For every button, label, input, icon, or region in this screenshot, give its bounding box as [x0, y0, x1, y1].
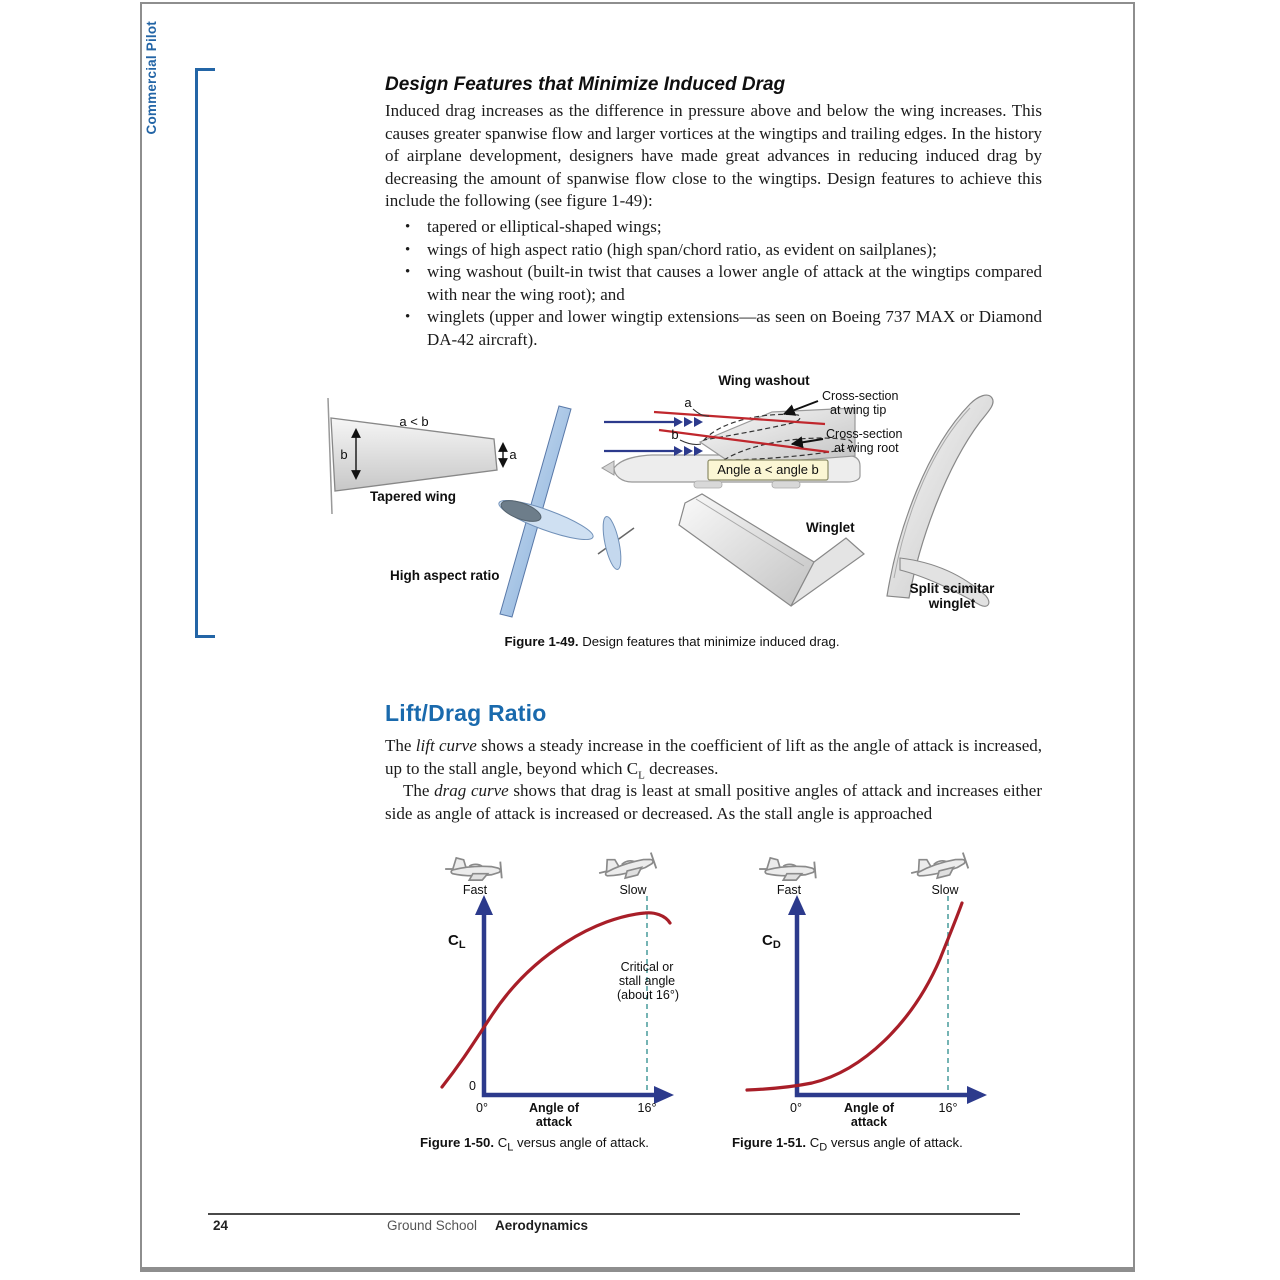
list-item: wing washout (built-in twist that causes… — [405, 261, 1042, 306]
induced-drag-paragraph: Induced drag increases as the difference… — [385, 101, 1042, 211]
tapered-wing-drawing: a < b b a Tapered wing — [327, 397, 517, 515]
label-slow: Slow — [619, 883, 647, 897]
footer: 24 Ground School Aerodynamics — [142, 1218, 1133, 1240]
label-cross-section-root-2: at wing root — [834, 441, 899, 455]
lift-curve-paragraph: The lift curve shows a steady increase i… — [385, 736, 1042, 781]
label-winglet: Winglet — [806, 520, 855, 535]
lift-curve — [440, 911, 672, 1089]
drag-curve-paragraph: The drag curve shows that drag is least … — [385, 781, 1042, 823]
chapter-label: Commercial Pilot — [144, 21, 159, 135]
section-heading-lift-drag-ratio: Lift/Drag Ratio — [385, 700, 547, 726]
chord-line-root — [658, 428, 830, 454]
x-axis-label: Angle of — [529, 1101, 580, 1115]
axes — [481, 911, 658, 1098]
label-a: a — [509, 447, 517, 462]
figure-1-50-chart: Fast Slow CL 0 0° 16° Angle of attack Cr… — [440, 849, 679, 1129]
label-angle-a-lt-angle-b: Angle a < angle b — [717, 462, 819, 477]
y-axis-label-cd: CD — [762, 932, 781, 951]
x-axis-label: Angle of — [844, 1101, 895, 1115]
x-axis-label-2: attack — [536, 1115, 572, 1129]
figure-1-49-illustration: a < b b a Tapered wing High aspect ratio… — [327, 373, 996, 618]
label-slow: Slow — [931, 883, 959, 897]
label-fast: Fast — [463, 883, 488, 897]
list-item: wings of high aspect ratio (high span/ch… — [405, 239, 1042, 262]
drag-curve — [745, 901, 964, 1092]
slow-airplane-icon — [907, 849, 970, 885]
footer-rule — [208, 1213, 1020, 1215]
chapter-bracket — [195, 68, 218, 638]
footer-chapter-title: Aerodynamics — [495, 1218, 589, 1233]
stall-annotation-3: (about 16°) — [617, 988, 679, 1002]
origin-zero: 0 — [469, 1079, 476, 1093]
label-cross-section-tip: Cross-section — [822, 389, 898, 403]
chord-line-tip — [653, 410, 826, 426]
book-page: Commercial Pilot Design Features that Mi… — [140, 2, 1135, 1272]
high-aspect-ratio-glider-drawing: High aspect ratio — [390, 405, 635, 618]
footer-book-title: Ground School — [387, 1218, 478, 1233]
fast-airplane-icon — [758, 856, 817, 882]
figure-1-51-chart: Fast Slow CD 0° 16° Angle of attack — [745, 849, 987, 1129]
label-tapered-wing: Tapered wing — [370, 489, 456, 504]
fast-airplane-icon — [444, 856, 503, 882]
label-cross-section-tip-2: at wing tip — [830, 403, 886, 417]
x-tick-16: 16° — [939, 1101, 958, 1115]
design-features-list: tapered or elliptical-shaped wings; wing… — [385, 216, 1042, 352]
label-cross-section-root: Cross-section — [826, 427, 902, 441]
relative-wind-arrows — [604, 420, 674, 453]
winglet-drawing: Winglet — [678, 493, 865, 607]
list-item: winglets (upper and lower wingtip extens… — [405, 306, 1042, 351]
x-tick-16: 16° — [638, 1101, 657, 1115]
label-fast: Fast — [777, 883, 802, 897]
stall-annotation-2: stall angle — [619, 974, 675, 988]
label-b: b — [340, 447, 347, 462]
lift-drag-paragraphs: The lift curve shows a steady increase i… — [385, 735, 1042, 825]
y-axis-label-cl: CL — [448, 932, 466, 951]
x-tick-0: 0° — [790, 1101, 802, 1115]
split-scimitar-winglet-drawing: Split scimitar winglet — [886, 394, 996, 611]
label-split-scimitar: Split scimitar — [910, 581, 996, 596]
label-a-lt-b: a < b — [399, 414, 428, 429]
label-split-scimitar-2: winglet — [928, 596, 976, 611]
list-item: tapered or elliptical-shaped wings; — [405, 216, 1042, 239]
page-number: 24 — [213, 1218, 229, 1233]
label-wing-washout: Wing washout — [718, 373, 810, 388]
figure-1-50-caption: Figure 1-50. CL versus angle of attack. — [420, 1135, 649, 1154]
slow-airplane-icon — [595, 849, 658, 885]
axes — [794, 911, 971, 1098]
label-angle-b: b — [671, 427, 678, 442]
label-angle-a: a — [684, 395, 692, 410]
figure-1-49-caption: Figure 1-49. Design features that minimi… — [504, 634, 840, 649]
figure-1-51-caption: Figure 1-51. CD versus angle of attack. — [732, 1135, 963, 1154]
x-axis-label-2: attack — [851, 1115, 887, 1129]
angle-comparison-box — [707, 459, 829, 481]
x-tick-0: 0° — [476, 1101, 488, 1115]
wing-washout-drawing: Wing washout a b — [601, 373, 902, 489]
section-heading-induced-drag: Design Features that Minimize Induced Dr… — [385, 74, 786, 95]
label-high-aspect-ratio: High aspect ratio — [390, 568, 500, 583]
stall-annotation-1: Critical or — [621, 960, 674, 974]
